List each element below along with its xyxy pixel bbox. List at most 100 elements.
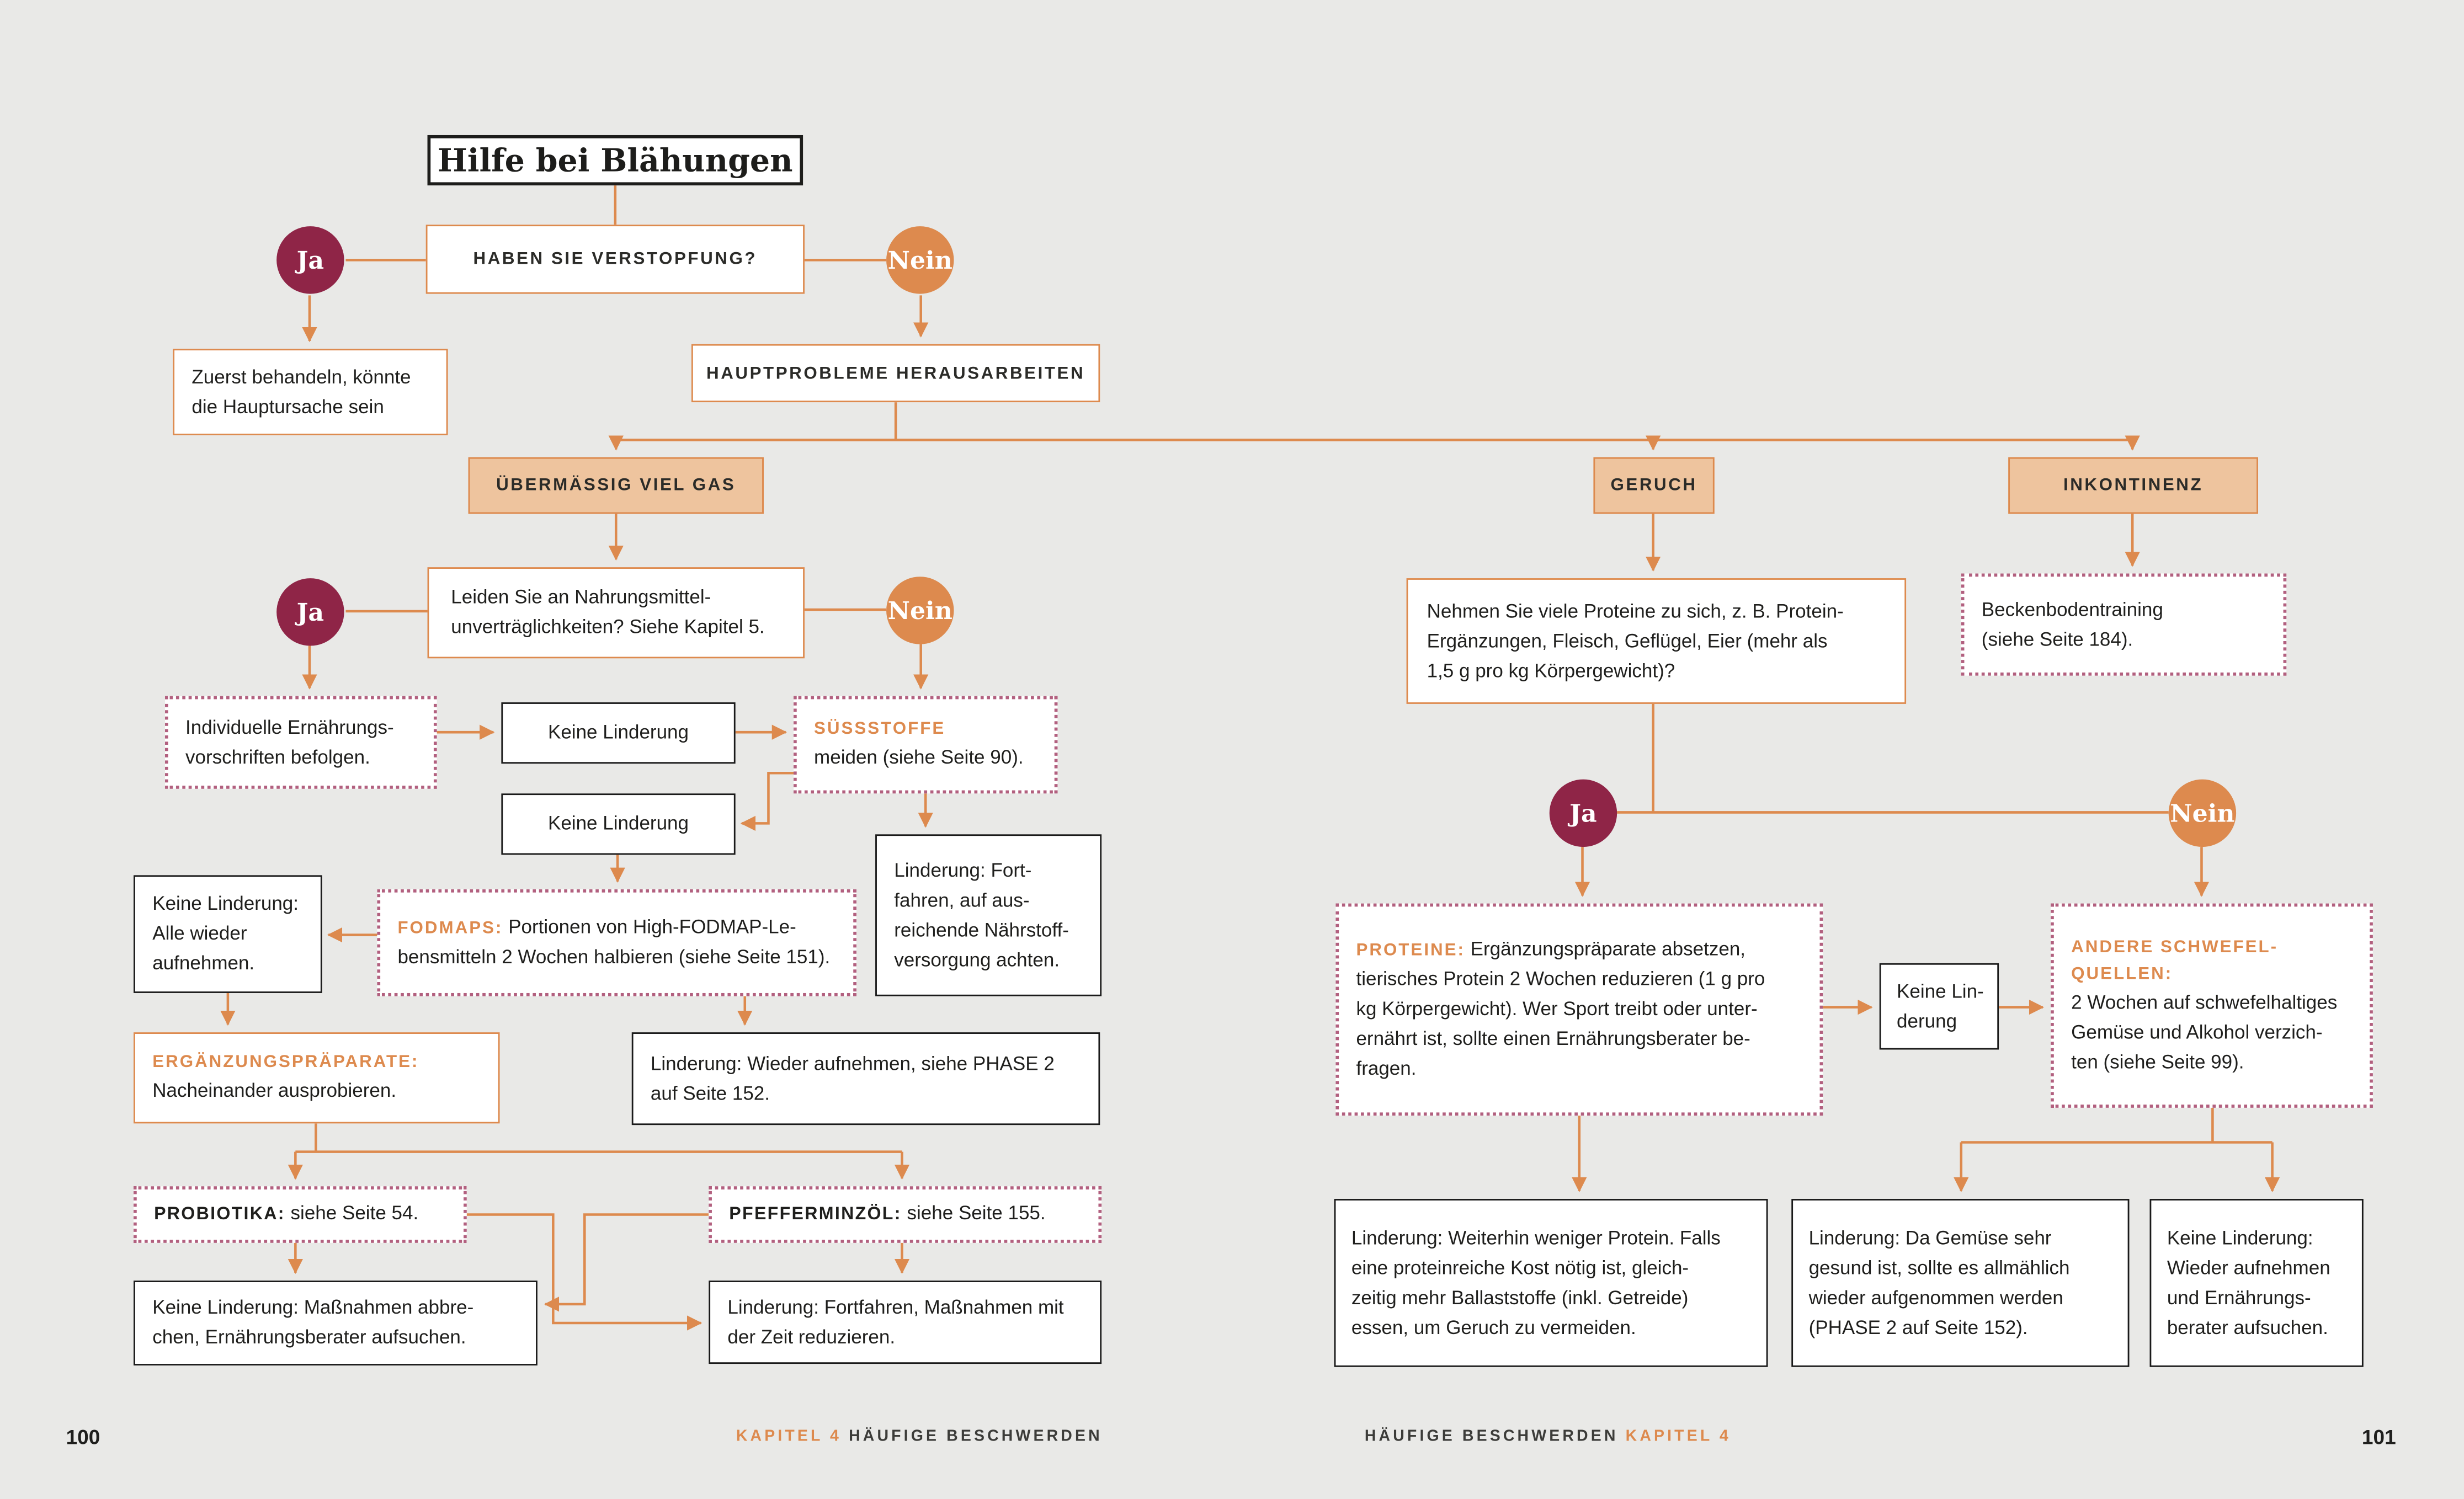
ja-badge-2: Ja xyxy=(276,578,344,646)
text-line: gesund ist, sollte es allmählich xyxy=(1808,1256,2070,1278)
text-line: Keine Lin- xyxy=(1897,979,1984,1002)
text-line: PROBIOTIKA: siehe Seite 54. xyxy=(154,1199,446,1230)
node-linderung-phase2: Linderung: Wieder aufnehmen, siehe PHASE… xyxy=(631,1032,1100,1125)
text-line: unverträglichkeiten? Siehe Kapitel 5. xyxy=(451,616,765,638)
text-line: zeitig mehr Ballaststoffe (inkl. Getreid… xyxy=(1351,1286,1689,1308)
text-line: Gemüse und Alkohol verzich- xyxy=(2071,1020,2323,1043)
text-line: bensmitteln 2 Wochen halbieren (siehe Se… xyxy=(397,946,831,968)
page-title: Hilfe bei Blähungen xyxy=(438,141,793,179)
footer-chapter: KAPITEL 4 xyxy=(736,1428,842,1446)
connector-lines xyxy=(295,185,2273,1153)
text-line: ten (siehe Seite 99). xyxy=(2071,1050,2244,1073)
badge-label: Ja xyxy=(1569,798,1597,828)
node-keyword: QUELLEN: xyxy=(2071,964,2173,983)
node-hauptprobleme: HAUPTPROBLEME HERAUSARBEITEN xyxy=(691,344,1100,403)
page-number-left: 100 xyxy=(66,1425,100,1449)
text-line: wieder aufgenommen werden xyxy=(1808,1286,2063,1308)
node-keyword: PROTEINE: xyxy=(1356,941,1465,961)
node-proteine: PROTEINE: Ergänzungspräparate absetzen, … xyxy=(1335,903,1823,1116)
node-linderung-fortfahren-naehrstoff: Linderung: Fort- fahren, auf aus- reiche… xyxy=(875,834,1102,996)
node-label: HABEN SIE VERSTOPFUNG? xyxy=(473,249,758,269)
ja-badge-3: Ja xyxy=(1549,779,1617,847)
connector-arrows xyxy=(220,295,2280,1331)
node-ergaenzungspraeparate: ERGÄNZUNGSPRÄPARATE: Nacheinander auspro… xyxy=(134,1032,500,1124)
text-line: kg Körpergewicht). Wer Sport treibt oder… xyxy=(1356,997,1758,1020)
text-line: Wieder aufnehmen xyxy=(2167,1256,2330,1278)
node-keine-linderung-1: Keine Linderung xyxy=(501,702,736,764)
text-span: Portionen von High-FODMAP-Le- xyxy=(508,916,796,938)
text-line: essen, um Geruch zu vermeiden. xyxy=(1351,1316,1636,1338)
text-line: der Zeit reduzieren. xyxy=(727,1325,896,1348)
badge-label: Nein xyxy=(887,595,952,626)
node-nahrungsmittelunvertraeglichkeiten: Leiden Sie an Nahrungsmittel- unverträgl… xyxy=(427,567,805,659)
badge-label: Ja xyxy=(296,245,324,275)
text-line: berater aufsuchen. xyxy=(2167,1316,2328,1338)
node-keine-linderung-wieder: Keine Linderung: Wieder aufnehmen und Er… xyxy=(2149,1199,2364,1367)
text-line: Linderung: Weiterhin weniger Protein. Fa… xyxy=(1351,1226,1721,1249)
text-line: versorgung achten. xyxy=(894,948,1060,970)
node-andere-schwefelquellen: ANDERE SCHWEFEL- QUELLEN: 2 Wochen auf s… xyxy=(2051,903,2373,1108)
text-line: FODMAPS: Portionen von High-FODMAP-Le- xyxy=(397,913,835,943)
node-linderung-weniger-protein: Linderung: Weiterhin weniger Protein. Fa… xyxy=(1334,1199,1768,1367)
node-linderung-gemuese: Linderung: Da Gemüse sehr gesund ist, so… xyxy=(1791,1199,2130,1367)
text-line: Leiden Sie an Nahrungsmittel- xyxy=(451,586,711,609)
text-line: Ergänzungen, Fleisch, Geflügel, Eier (me… xyxy=(1427,629,1828,652)
text-span: siehe Seite 54. xyxy=(290,1202,419,1224)
node-linderung-zeit-reduzieren: Linderung: Fortfahren, Maßnahmen mit der… xyxy=(709,1281,1102,1364)
text-line: meiden (siehe Seite 90). xyxy=(814,746,1024,769)
text-line: Linderung: Wieder aufnehmen, siehe PHASE… xyxy=(650,1052,1055,1074)
text-line: Nacheinander ausprobieren. xyxy=(152,1079,397,1102)
text-line: Alle wieder xyxy=(152,922,247,945)
text-line: Keine Linderung: xyxy=(2167,1226,2313,1249)
node-keyword: ANDERE SCHWEFEL- xyxy=(2071,937,2279,957)
page-title-box: Hilfe bei Blähungen xyxy=(427,135,803,186)
node-label: HAUPTPROBLEME HERAUSARBEITEN xyxy=(706,364,1085,383)
text-line: vorschriften befolgen. xyxy=(185,745,370,768)
node-fodmaps: FODMAPS: Portionen von High-FODMAP-Le- b… xyxy=(377,889,856,996)
node-keyword: ERGÄNZUNGSPRÄPARATE: xyxy=(152,1053,419,1072)
text-span: Ergänzungspräparate absetzen, xyxy=(1470,938,1746,961)
text-span: siehe Seite 155. xyxy=(907,1202,1046,1224)
text-line: und Ernährungs- xyxy=(2167,1286,2311,1308)
node-keyword: SÜSSSTOFFE xyxy=(814,719,946,739)
text-line: ernährt ist, sollte einen Ernährungsbera… xyxy=(1356,1027,1750,1050)
text-line: chen, Ernährungsberater aufsuchen. xyxy=(152,1326,466,1348)
node-keine-lin-derung: Keine Lin- derung xyxy=(1879,963,1999,1050)
text-line: Beckenbodentraining xyxy=(1981,598,2163,620)
node-keine-linderung-massnahmen: Keine Linderung: Maßnahmen abbre- chen, … xyxy=(134,1281,537,1365)
text-line: 1,5 g pro kg Körpergewicht)? xyxy=(1427,659,1675,681)
nein-badge-2: Nein xyxy=(886,577,954,644)
page-number-right: 101 xyxy=(2361,1425,2396,1449)
text-line: 2 Wochen auf schwefelhaltiges xyxy=(2071,990,2338,1013)
footer-title: HÄUFIGE BESCHWERDEN xyxy=(849,1428,1103,1446)
node-keine-linderung-alle-wieder: Keine Linderung: Alle wieder aufnehmen. xyxy=(134,875,322,993)
node-keyword: FODMAPS: xyxy=(397,919,503,938)
branch-label: GERUCH xyxy=(1610,476,1697,495)
badge-label: Nein xyxy=(2170,798,2235,828)
ja-badge-1: Ja xyxy=(276,226,344,294)
text-line: tierisches Protein 2 Wochen reduzieren (… xyxy=(1356,968,1765,990)
text-line: (siehe Seite 184). xyxy=(1981,627,2133,650)
node-beckenbodentraining: Beckenbodentraining (siehe Seite 184). xyxy=(1961,573,2287,676)
text-line: Nehmen Sie viele Proteine zu sich, z. B.… xyxy=(1427,599,1844,622)
branch-inkontinenz: INKONTINENZ xyxy=(2008,457,2258,514)
footer-right: HÄUFIGE BESCHWERDEN KAPITEL 4 xyxy=(1312,1428,1784,1445)
text-line: PFEFFERMINZÖL: siehe Seite 155. xyxy=(729,1199,1081,1230)
badge-label: Nein xyxy=(887,245,952,275)
text-line: Zuerst behandeln, könnte xyxy=(191,365,411,388)
node-label: Keine Linderung xyxy=(547,812,689,835)
text-line: fahren, auf aus- xyxy=(894,888,1030,911)
text-line: fragen. xyxy=(1356,1057,1417,1080)
node-keyword: PFEFFERMINZÖL: xyxy=(729,1205,902,1224)
branch-label: INKONTINENZ xyxy=(2063,476,2204,495)
branch-geruch: GERUCH xyxy=(1593,457,1715,514)
node-keine-linderung-2: Keine Linderung xyxy=(501,793,736,855)
branch-uebermaessig-viel-gas: ÜBERMÄSSIG VIEL GAS xyxy=(468,457,764,514)
node-frage-proteine: Nehmen Sie viele Proteine zu sich, z. B.… xyxy=(1406,578,1907,704)
node-probiotika: PROBIOTIKA: siehe Seite 54. xyxy=(134,1186,467,1243)
text-line: Keine Linderung: Maßnahmen abbre- xyxy=(152,1296,474,1319)
footer-chapter: KAPITEL 4 xyxy=(1625,1428,1731,1446)
text-line: die Hauptursache sein xyxy=(191,395,384,418)
